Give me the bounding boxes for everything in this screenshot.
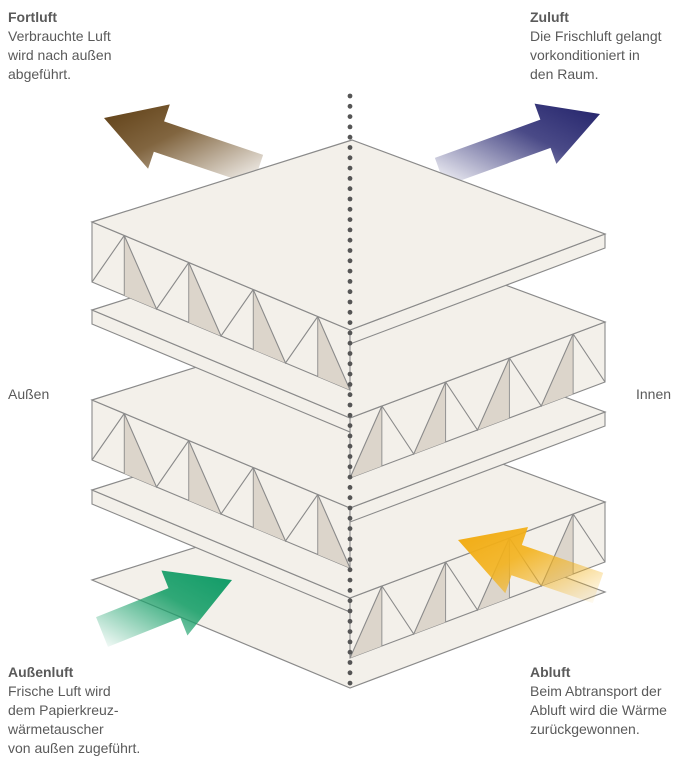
axis-dot xyxy=(347,474,353,480)
axis-dot xyxy=(347,103,353,109)
corrugated-layer xyxy=(349,501,606,659)
axis-dot xyxy=(347,536,353,542)
axis-dot xyxy=(347,320,353,325)
axis-dot xyxy=(347,670,353,676)
zuluft-description: Die Frischluft gelangt vorkonditioniert … xyxy=(530,28,662,82)
axis-dot xyxy=(347,412,353,418)
axis-dot xyxy=(347,114,353,119)
axis-dot xyxy=(347,505,353,511)
axis-dot xyxy=(347,598,353,604)
axis-dot xyxy=(347,227,353,233)
axis-dot xyxy=(347,402,353,408)
axis-dot xyxy=(347,217,353,223)
axis-dot xyxy=(347,433,353,439)
axis-dot xyxy=(347,186,353,192)
fortluft-description: Verbrauchte Luft wird nach außen abgefüh… xyxy=(8,28,112,82)
zuluft-arrow xyxy=(434,103,600,187)
zuluft-label: Zuluft Die Frischluft gelangt vorkonditi… xyxy=(530,8,662,84)
axis-dot xyxy=(347,124,353,130)
axis-dot xyxy=(347,237,353,243)
axis-dot xyxy=(347,660,353,665)
axis-dot xyxy=(347,371,353,377)
axis-dot xyxy=(347,485,353,490)
axis-dot xyxy=(347,526,353,531)
side-label-outside: Außen xyxy=(8,386,50,402)
axis-dot xyxy=(347,618,353,624)
axis-dot xyxy=(347,443,353,449)
axis-dot xyxy=(347,309,353,315)
axis-dot xyxy=(347,680,353,686)
axis-dot xyxy=(347,340,353,346)
axis-dot xyxy=(347,289,353,295)
axis-dot xyxy=(347,392,353,398)
axis-dot xyxy=(347,206,353,212)
axis-dot xyxy=(347,268,353,274)
axis-dot xyxy=(347,93,353,99)
axis-dot xyxy=(347,546,353,552)
axis-dot xyxy=(347,495,353,501)
fold-zigzag xyxy=(91,412,351,569)
fortluft-arrow xyxy=(104,104,264,186)
axis-dot xyxy=(347,330,353,336)
axis-dot xyxy=(347,567,353,573)
aussenluft-description: Frische Luft wird dem Papierkreuz- wärme… xyxy=(8,683,141,756)
axis-dot xyxy=(347,557,353,562)
axis-dot xyxy=(347,196,353,202)
abluft-description: Beim Abtransport der Abluft wird die Wär… xyxy=(530,683,667,737)
zuluft-title: Zuluft xyxy=(530,9,569,25)
axis-dot xyxy=(347,639,353,645)
fortluft-label: Fortluft Verbrauchte Luft wird nach auße… xyxy=(8,8,112,84)
axis-dot xyxy=(347,299,353,305)
fold-zigzag xyxy=(349,332,606,479)
axis-dot xyxy=(347,515,353,521)
axis-dot xyxy=(347,248,353,253)
corrugated-layer xyxy=(349,321,606,479)
axis-dot xyxy=(347,361,353,367)
corrugated-layer xyxy=(91,399,351,569)
fold-zigzag xyxy=(349,512,606,659)
axis-dot xyxy=(347,608,353,614)
axis-dot xyxy=(347,382,353,387)
axis-dot xyxy=(347,145,353,150)
axis-dot xyxy=(347,258,353,264)
axis-dot xyxy=(347,165,353,171)
axis-dot xyxy=(347,454,353,459)
axis-dot xyxy=(347,176,353,181)
aussenluft-title: Außenluft xyxy=(8,664,74,680)
axis-dot xyxy=(347,577,353,583)
abluft-label: Abluft Beim Abtransport der Abluft wird … xyxy=(530,663,667,739)
axis-dot xyxy=(347,588,353,593)
aussenluft-label: Außenluft Frische Luft wird dem Papierkr… xyxy=(8,663,140,758)
fortluft-title: Fortluft xyxy=(8,9,57,25)
fold-zigzag xyxy=(91,234,351,391)
abluft-title: Abluft xyxy=(530,664,571,680)
aussenluft-arrow xyxy=(96,570,233,647)
axis-dot xyxy=(347,134,353,140)
axis-dot xyxy=(347,155,353,161)
axis-dot xyxy=(347,464,353,470)
side-label-inside: Innen xyxy=(636,386,672,402)
axis-dot xyxy=(347,423,353,428)
axis-dot xyxy=(347,629,353,634)
axis-dot xyxy=(347,649,353,655)
exchanger-plate xyxy=(90,139,607,331)
axis-dot xyxy=(347,279,353,284)
abluft-arrow xyxy=(458,527,604,604)
corrugated-layer xyxy=(91,221,351,391)
axis-dot xyxy=(347,351,353,356)
